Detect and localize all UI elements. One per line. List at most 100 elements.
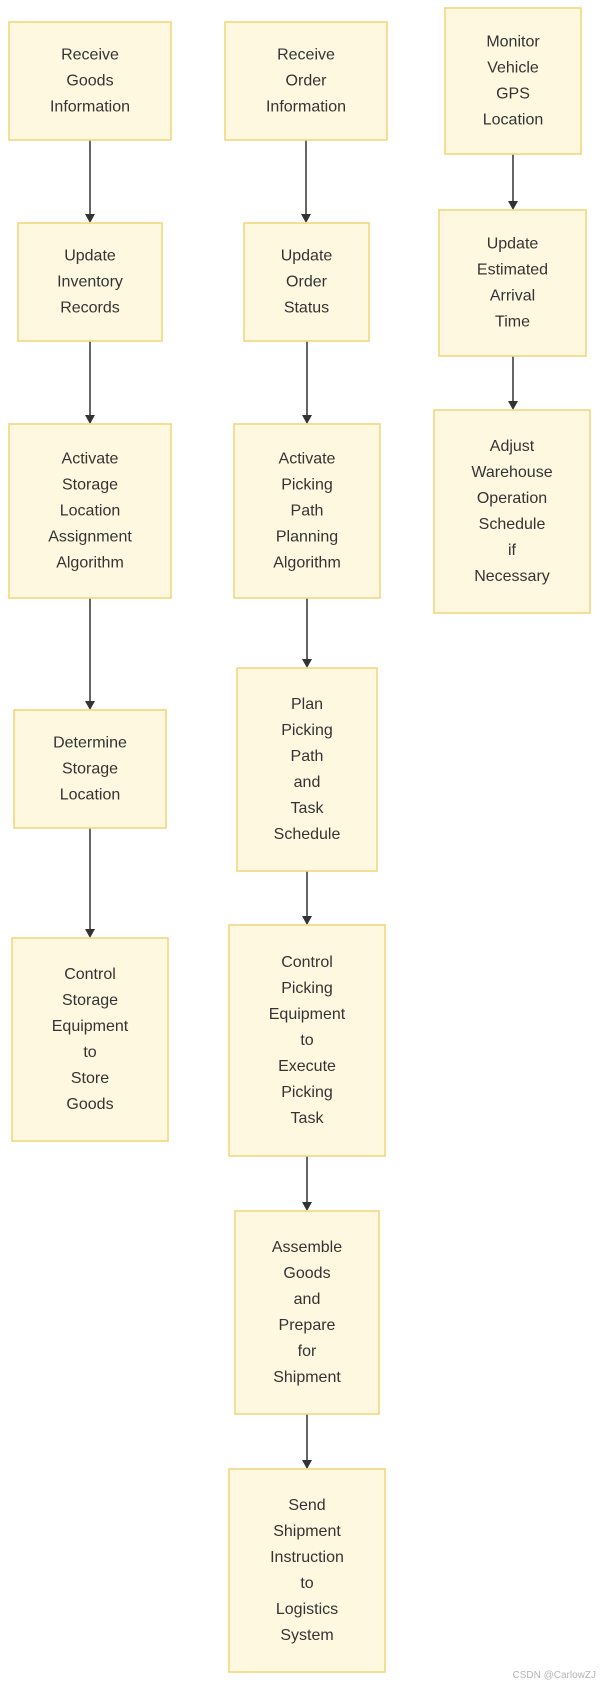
node-box: [234, 1210, 380, 1415]
node-label-line: Path: [291, 503, 324, 520]
watermark: CSDN @CarlowZJ: [512, 1670, 597, 1681]
arrow-head: [302, 916, 312, 925]
node-label-line: System: [280, 1627, 333, 1644]
node-box: [13, 709, 167, 829]
arrow-head: [302, 1202, 312, 1211]
node-label-line: Inventory: [57, 274, 123, 291]
edge-receive-order-to-update-order-status: [301, 140, 311, 223]
node-label-line: Equipment: [52, 1018, 129, 1035]
edge-activate-storage-algorithm-to-determine-storage: [85, 598, 95, 710]
node-box: [236, 667, 378, 872]
node-label-line: GPS: [496, 86, 530, 103]
node-label-line: Picking: [281, 1084, 333, 1101]
node-label-line: Send: [288, 1497, 325, 1514]
node-label-line: Picking: [281, 722, 333, 739]
node-label-line: Schedule: [479, 516, 546, 533]
node-label-line: Picking: [281, 477, 333, 494]
node-label-line: Picking: [281, 980, 333, 997]
node-label-line: to: [300, 1032, 313, 1049]
node-label-line: Update: [487, 236, 539, 253]
node-label-line: Path: [291, 748, 324, 765]
node-box: [228, 924, 386, 1157]
edge-control-picking-equipment-to-assemble-goods: [302, 1156, 312, 1211]
node-label-line: Prepare: [279, 1317, 336, 1334]
arrow-head: [302, 415, 312, 424]
node-label-line: Algorithm: [56, 555, 124, 572]
node-label-line: Execute: [278, 1058, 336, 1075]
arrow-head: [301, 214, 311, 223]
node-label-line: Location: [60, 503, 121, 520]
node-label-line: Order: [286, 73, 328, 90]
node-label-line: Shipment: [273, 1369, 341, 1386]
node-label-line: Records: [60, 300, 120, 317]
edge-determine-storage-to-control-storage-equipment: [85, 828, 95, 938]
node-label-line: Storage: [62, 992, 118, 1009]
node-label-line: Time: [495, 314, 530, 331]
node-box: [438, 209, 587, 357]
node-label-line: to: [300, 1575, 313, 1592]
node-label-line: and: [294, 1291, 321, 1308]
node-label-line: Algorithm: [273, 555, 341, 572]
node-label-line: Monitor: [486, 34, 540, 51]
arrow-head: [508, 401, 518, 410]
node-label-line: Information: [266, 99, 346, 116]
node-label-line: Control: [281, 954, 333, 971]
node-box: [8, 21, 172, 141]
node-label-line: Logistics: [276, 1601, 338, 1618]
node-label-line: if: [508, 542, 517, 559]
node-box: [444, 7, 582, 155]
node-label-line: Planning: [276, 529, 338, 546]
node-box: [228, 1468, 386, 1673]
edge-plan-picking-to-control-picking-equipment: [302, 871, 312, 925]
node-label-line: for: [298, 1343, 317, 1360]
node-adjust-schedule: AdjustWarehouseOperationScheduleifNecess…: [433, 409, 591, 614]
edge-assemble-goods-to-send-shipment: [302, 1414, 312, 1469]
node-label-line: Status: [284, 300, 329, 317]
edge-update-order-status-to-activate-picking-algorithm: [302, 341, 312, 424]
arrow-head: [302, 659, 312, 668]
arrow-head: [85, 929, 95, 938]
node-label-line: Update: [64, 248, 116, 265]
node-box: [17, 222, 163, 342]
node-label-line: Shipment: [273, 1523, 341, 1540]
node-label-line: to: [83, 1044, 96, 1061]
node-box: [243, 222, 370, 342]
node-label-line: Store: [71, 1070, 109, 1087]
node-label-line: Warehouse: [471, 464, 552, 481]
node-label-line: Determine: [53, 735, 127, 752]
node-label-line: Receive: [61, 47, 119, 64]
node-label-line: Task: [291, 1110, 325, 1127]
node-label-line: Instruction: [270, 1549, 344, 1566]
node-label-line: Activate: [62, 451, 119, 468]
arrow-head: [85, 214, 95, 223]
node-label-line: Control: [64, 966, 116, 983]
node-label-line: Equipment: [269, 1006, 346, 1023]
node-label-line: Task: [291, 800, 325, 817]
edge-monitor-gps-to-update-eta: [508, 154, 518, 210]
edge-receive-goods-to-update-inventory: [85, 140, 95, 223]
node-label-line: Order: [286, 274, 328, 291]
node-box: [8, 423, 172, 599]
node-label-line: Storage: [62, 761, 118, 778]
node-label-line: Assignment: [48, 529, 132, 546]
node-label-line: Arrival: [490, 288, 535, 305]
arrow-head: [85, 415, 95, 424]
node-label-line: Goods: [66, 73, 113, 90]
node-label-line: Assemble: [272, 1239, 342, 1256]
node-label-line: Estimated: [477, 262, 548, 279]
node-control-picking-equipment: ControlPickingEquipmenttoExecutePickingT…: [228, 924, 386, 1157]
node-box: [11, 937, 169, 1142]
arrow-head: [508, 201, 518, 210]
node-label-line: Operation: [477, 490, 547, 507]
